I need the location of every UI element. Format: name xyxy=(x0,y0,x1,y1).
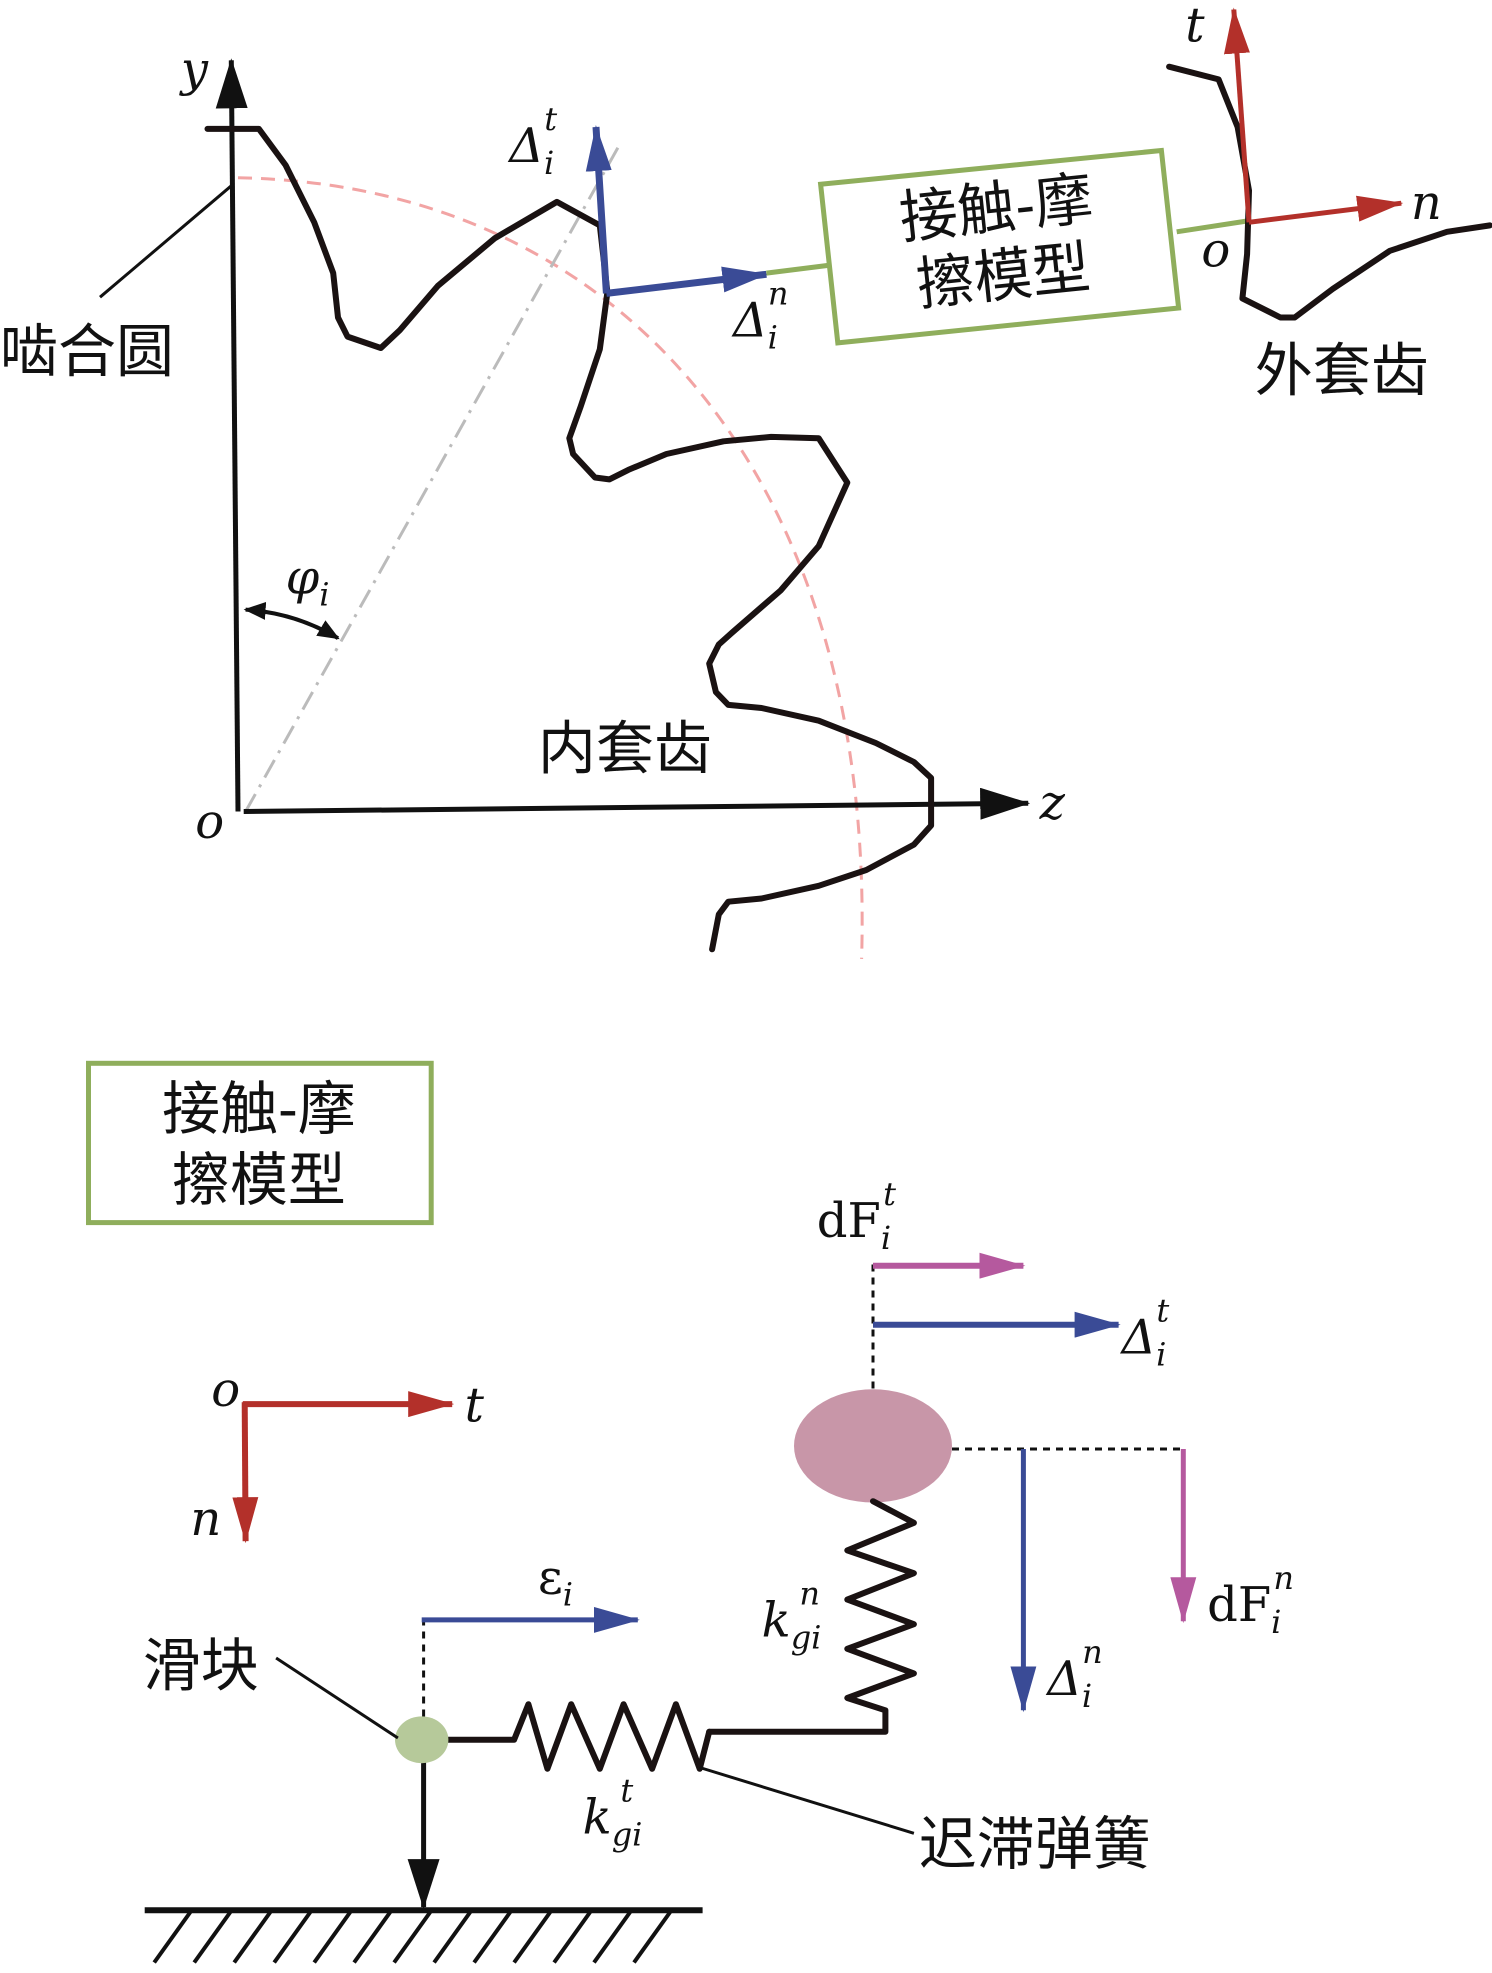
epsilon-label: εi xyxy=(538,1550,573,1614)
normal-spring xyxy=(706,1498,917,1735)
axis-t-label: t xyxy=(465,1377,485,1433)
hatch-line xyxy=(472,1910,512,1964)
model-box-text: 接触-摩 擦模型 xyxy=(896,164,1096,318)
n-axis-arrow xyxy=(232,1402,259,1544)
inner-tooth-profile xyxy=(204,125,935,953)
hatch-line xyxy=(592,1910,632,1964)
mesh-circle-leader xyxy=(99,183,235,299)
outer-tooth-label: 外套齿 xyxy=(1255,337,1429,405)
tangential-spring xyxy=(444,1701,713,1772)
contact-model-diagram: 接触-摩 擦模型 o t n dFit Δit Δin dFin kgin kg… xyxy=(86,1060,1294,1964)
local-t-arrow xyxy=(1223,7,1252,223)
outer-tooth-profile xyxy=(1166,63,1492,321)
delta-t-label: Δit xyxy=(1120,1292,1170,1374)
delta-t-arrow xyxy=(585,125,612,294)
spring-leader xyxy=(699,1766,915,1835)
hatch-line xyxy=(312,1910,352,1964)
local-t-label: t xyxy=(1185,0,1205,53)
hatch-line xyxy=(152,1910,193,1964)
dF-n-label: dFin xyxy=(1207,1559,1294,1641)
delta-n-arrow xyxy=(605,266,769,297)
gear-mesh-diagram: y z o φi 啮合圆 内套齿 Δit Δin t n o 外套齿 xyxy=(0,0,1492,959)
angle-label: φi xyxy=(286,550,330,614)
local-n-arrow xyxy=(1248,195,1404,225)
hatch-line xyxy=(232,1910,273,1964)
radial-line xyxy=(244,145,621,813)
k-t-label: kgit xyxy=(583,1771,643,1853)
slider-leader xyxy=(275,1656,399,1740)
dF-t-label: dFit xyxy=(817,1175,896,1257)
hatch-line xyxy=(552,1910,592,1964)
z-axis-label: z xyxy=(1039,775,1066,831)
hatch-line xyxy=(192,1910,233,1964)
hatch-line xyxy=(512,1910,552,1964)
hatch-line xyxy=(432,1910,472,1964)
delta-n-label: Δin xyxy=(731,275,789,357)
hatch-line xyxy=(272,1910,313,1964)
hatch-line xyxy=(352,1910,392,1964)
inner-tooth-label: 内套齿 xyxy=(538,714,712,782)
y-axis xyxy=(215,58,248,812)
connector-left xyxy=(766,262,829,276)
slider-block xyxy=(395,1716,449,1764)
local-n-label: n xyxy=(1411,175,1442,231)
mesh-circle-arc xyxy=(237,176,864,959)
local-o-label: o xyxy=(1201,223,1230,279)
mesh-circle-label: 啮合圆 xyxy=(0,318,174,386)
hatch-line xyxy=(632,1910,672,1964)
hysteresis-spring-label: 迟滞弹簧 xyxy=(919,1810,1151,1878)
delta-t-label: Δit xyxy=(507,100,557,182)
model-box-line1: 接触-摩 xyxy=(162,1075,356,1143)
delta-n-label: Δin xyxy=(1045,1633,1103,1715)
axis-n-label: n xyxy=(190,1491,221,1547)
contact-friction-model-box xyxy=(86,1060,434,1226)
slider-label: 滑块 xyxy=(143,1632,259,1700)
y-axis-label: y xyxy=(179,42,209,98)
angle-arrow xyxy=(243,601,340,640)
ground-hatching xyxy=(152,1910,672,1964)
axis-o-label: o xyxy=(211,1362,240,1418)
model-box-line2: 擦模型 xyxy=(172,1146,346,1214)
hatch-line xyxy=(392,1910,432,1964)
contact-mass xyxy=(794,1389,952,1503)
z-axis xyxy=(243,787,1031,820)
connector-right xyxy=(1176,218,1248,235)
contact-friction-model-box xyxy=(817,147,1182,346)
k-n-label: kgin xyxy=(762,1575,822,1657)
origin-label: o xyxy=(195,794,224,850)
